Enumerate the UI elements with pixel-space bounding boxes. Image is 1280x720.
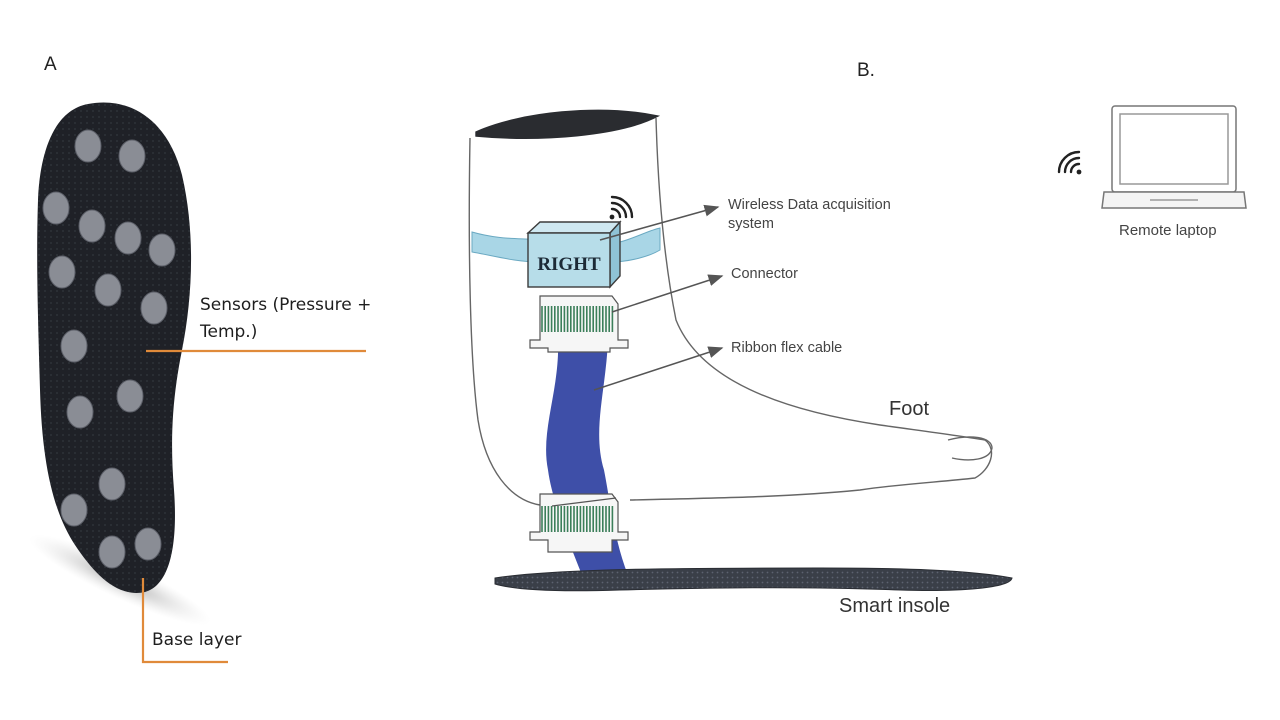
wireless-daq-label: Wireless Data acquisition system: [728, 197, 891, 232]
lower-connector-pins: [541, 506, 614, 532]
leg-back: [468, 137, 541, 506]
insole-body: [37, 102, 192, 593]
ribbon-arrow: [593, 346, 724, 391]
laptop-icon: [1101, 105, 1247, 209]
sensor-dot: [94, 273, 122, 307]
sensor-dot: [98, 535, 126, 569]
data-acquisition-module: RIGHT: [526, 220, 622, 289]
sensor-dot: [60, 493, 88, 527]
sensor-dot: [140, 291, 168, 325]
sensor-dot: [42, 191, 70, 225]
base-layer-callout-line: [141, 578, 228, 664]
smart-insole-label: Smart insole: [839, 595, 951, 617]
lower-connector: [529, 493, 629, 553]
sensor-dot: [60, 329, 88, 363]
base-layer-label: Base layer: [152, 630, 242, 650]
foot-label: Foot: [889, 398, 930, 420]
upper-connector: [529, 295, 629, 353]
wireless-arrow: [599, 204, 720, 241]
sensor-dot: [78, 209, 106, 243]
wifi-icon: [609, 195, 634, 220]
ribbon-cable-label: Ribbon flex cable: [731, 340, 843, 356]
ribbon-to-lower-connector-line: [551, 497, 617, 507]
module-label: RIGHT: [537, 254, 601, 275]
smart-insole-b: [494, 567, 1013, 592]
toe-nail: [947, 436, 993, 461]
connector-label: Connector: [731, 266, 798, 282]
insole-a: [29, 102, 211, 626]
sensor-dot: [74, 129, 102, 163]
sensor-dot: [118, 139, 146, 173]
sensor-dot: [48, 255, 76, 289]
leg-front: [629, 117, 993, 501]
upper-connector-pins: [541, 306, 614, 332]
connector-arrow: [611, 274, 724, 313]
sensor-dot: [98, 467, 126, 501]
sensor-dots: [42, 129, 176, 569]
sensor-dot: [66, 395, 94, 429]
foot-outline: [468, 109, 993, 506]
wifi-icon: [1057, 150, 1082, 175]
leg-top-cap: [475, 109, 661, 139]
remote-laptop-label: Remote laptop: [1119, 222, 1217, 239]
sensor-dot: [134, 527, 162, 561]
sensors-label: Sensors (Pressure + Temp.): [200, 295, 372, 342]
sensor-dot: [116, 379, 144, 413]
panel-b-label: B.: [857, 60, 875, 81]
sensor-dot: [114, 221, 142, 255]
panel-a-label: A: [44, 54, 57, 75]
sensor-dot: [148, 233, 176, 267]
